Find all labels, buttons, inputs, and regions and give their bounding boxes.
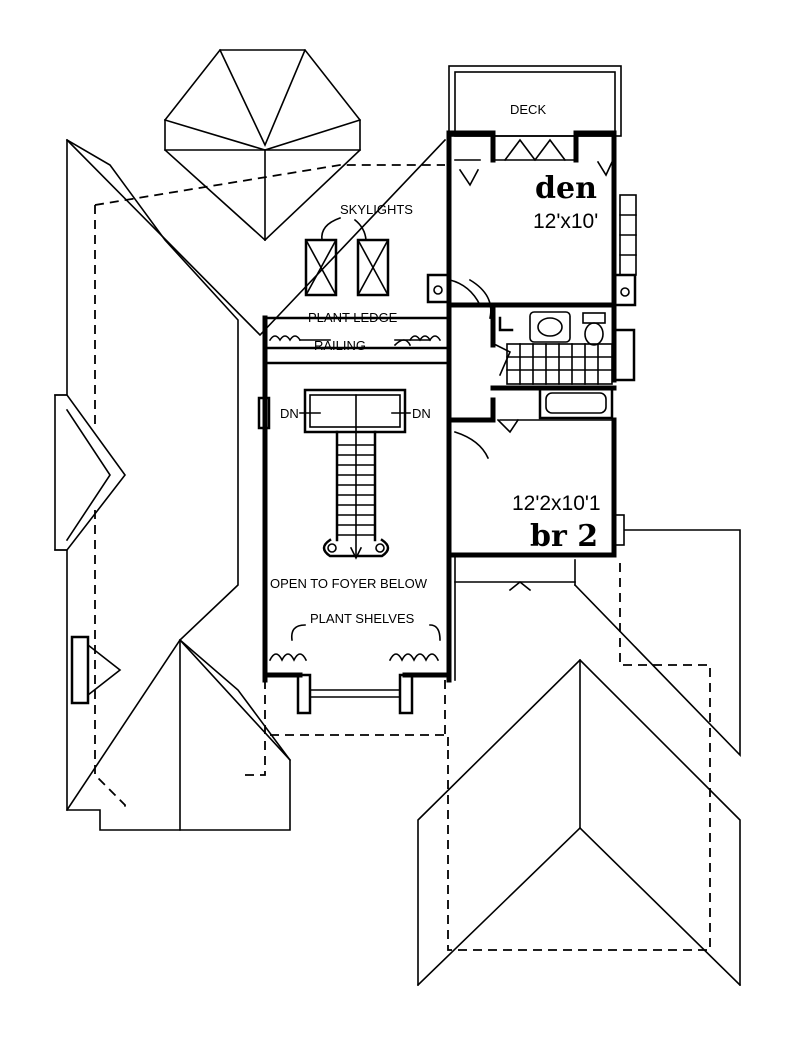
railing-label: RAILING (314, 338, 366, 353)
lower-connector (454, 559, 576, 592)
roof-left (54, 48, 447, 831)
dn-left-label: DN (280, 406, 299, 421)
plant-shelves-label: PLANT SHELVES (310, 611, 415, 626)
skylights: SKYLIGHTS (304, 202, 413, 297)
br2-name: br 2 (530, 519, 598, 554)
deck: DECK (448, 65, 622, 162)
den-room: den 12'x10' (426, 130, 637, 333)
skylights-label: SKYLIGHTS (340, 202, 413, 217)
den-name: den (535, 171, 597, 206)
deck-label: DECK (510, 102, 546, 117)
stair-hall: PLANT LEDGE RAILING DN (257, 279, 482, 715)
plant-ledge-label: PLANT LEDGE (308, 310, 398, 325)
open-to-foyer-label: OPEN TO FOYER BELOW (270, 576, 428, 591)
bathroom (490, 302, 636, 420)
roof-right (264, 529, 742, 987)
br2-dims: 12'2x10'1 (512, 492, 601, 515)
bedroom-2-room: 12'2x10'1 br 2 (446, 397, 625, 558)
bath-tile-floor (506, 343, 613, 385)
den-dims: 12'x10' (533, 210, 598, 233)
dn-right-label: DN (412, 406, 431, 421)
